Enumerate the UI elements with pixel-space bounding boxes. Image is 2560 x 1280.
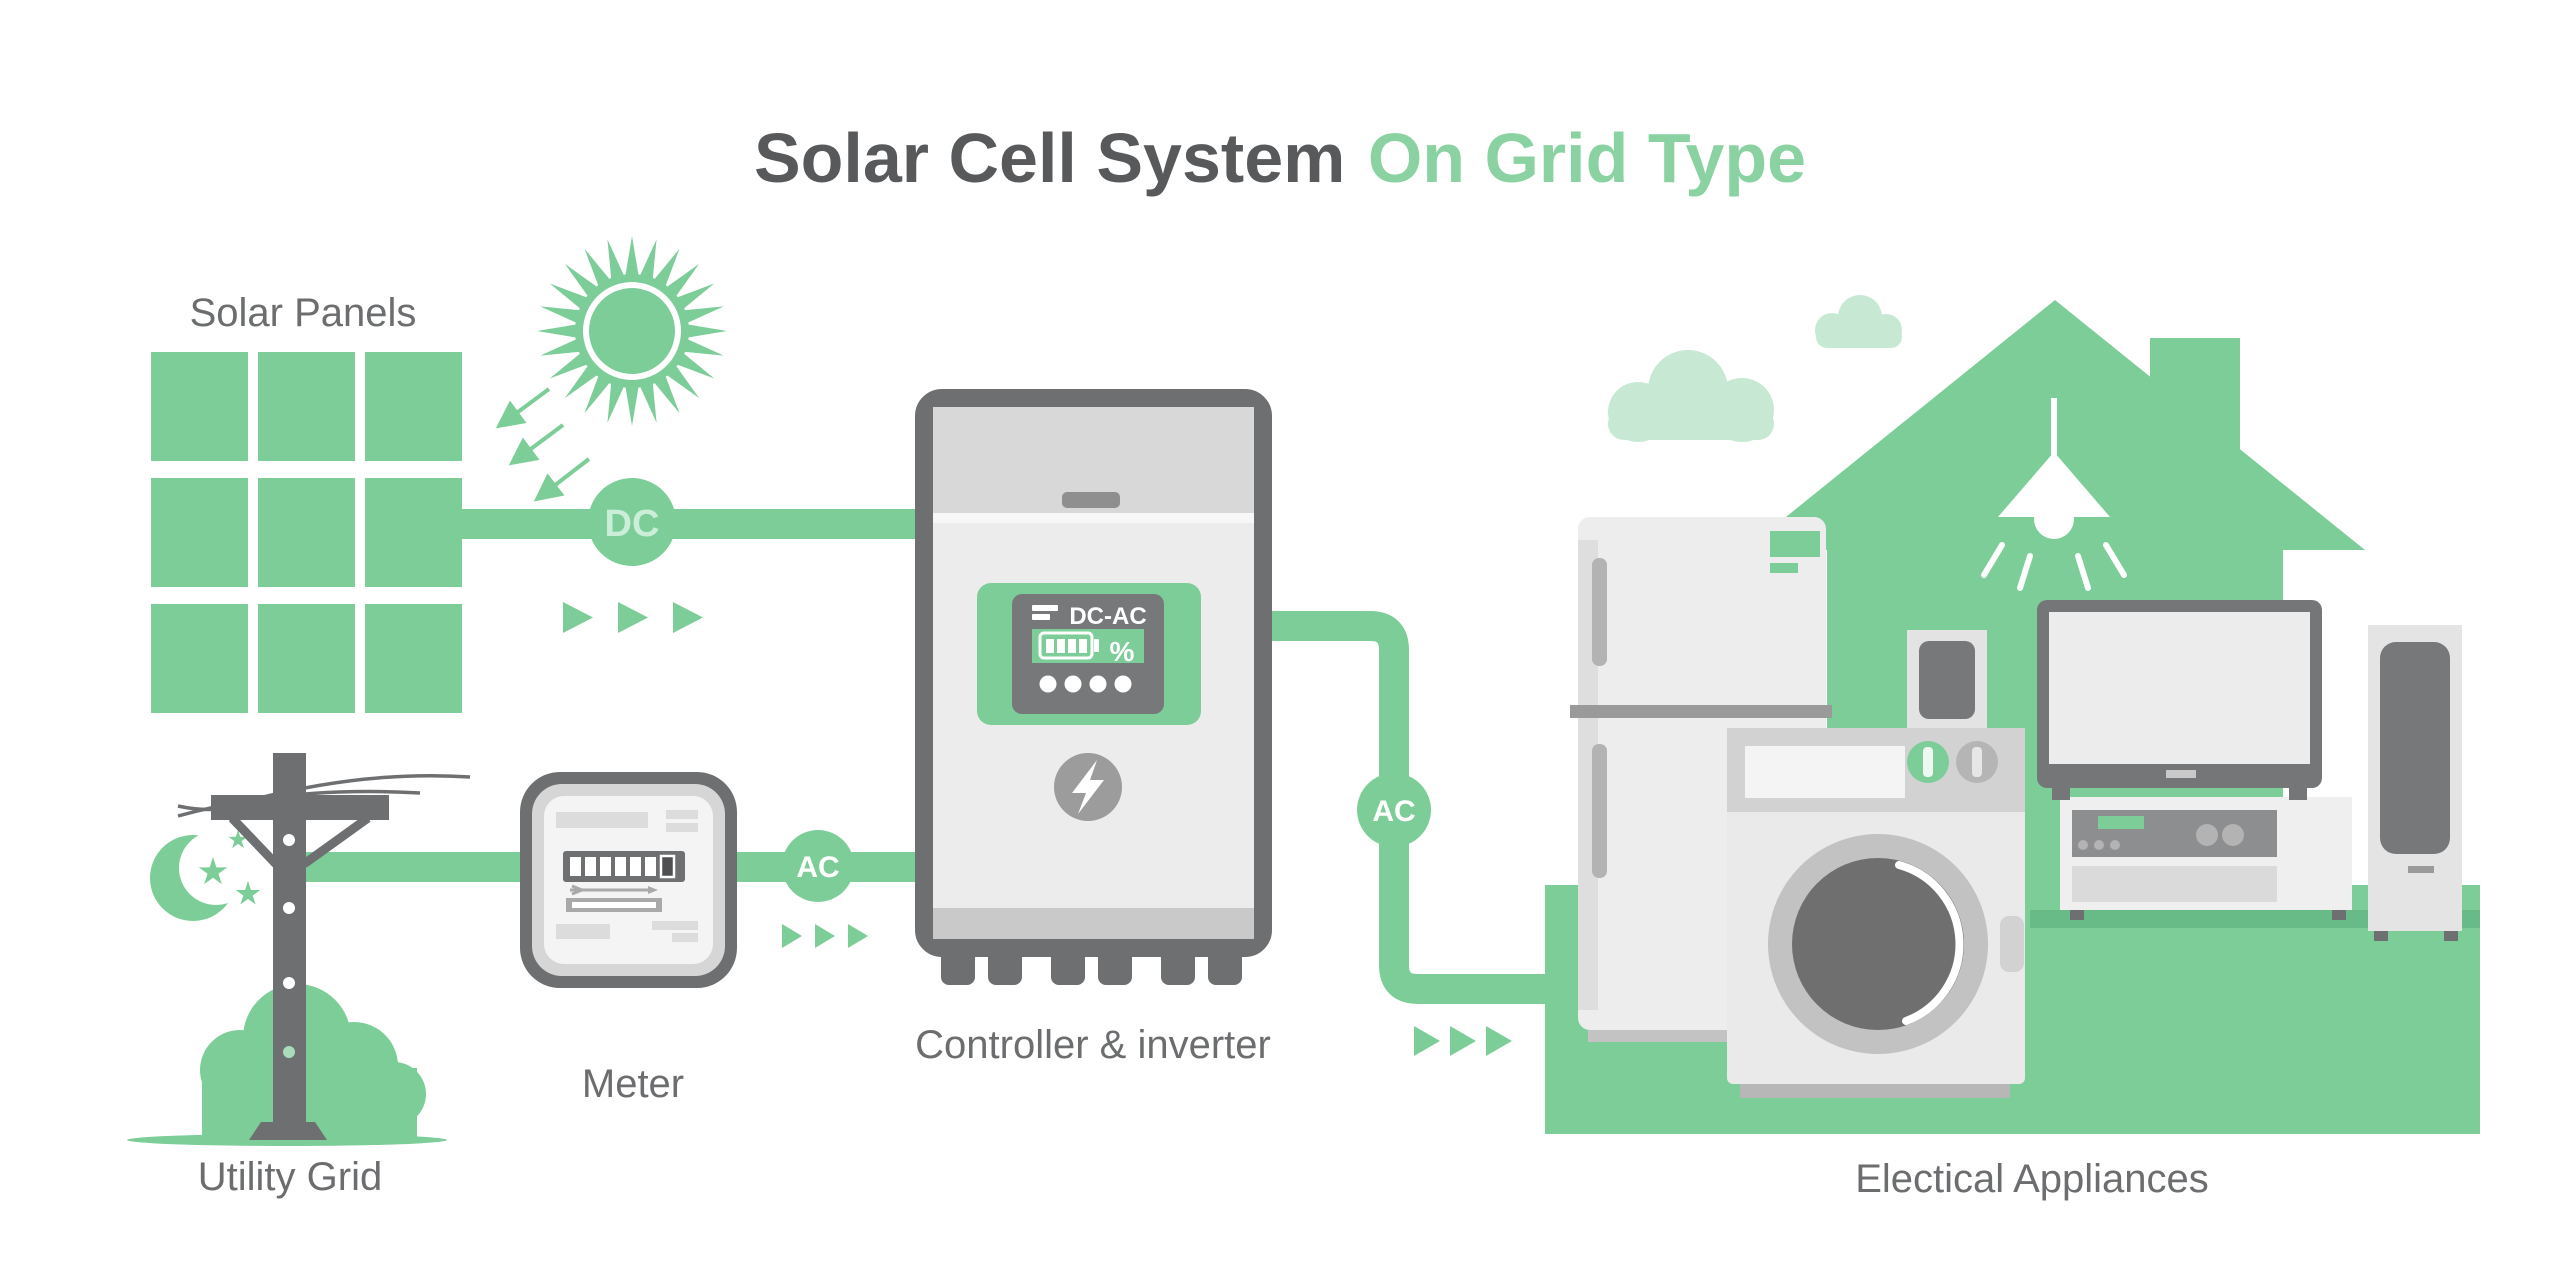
flow-arrows-dc — [563, 602, 703, 633]
washer-knob-green — [1907, 741, 1949, 783]
percent-label: % — [1110, 636, 1135, 667]
receiver-display — [2098, 816, 2144, 829]
ac-badge-left: AC — [782, 830, 854, 902]
cloud-icon — [1608, 350, 1774, 442]
label-electrical-appliances: Electical Appliances — [1855, 1157, 2209, 1201]
console-drawer — [2072, 866, 2277, 902]
console-shadow — [2030, 910, 2480, 928]
lightning-icon — [1054, 753, 1122, 821]
flow-arrows-ac-right — [1414, 1026, 1512, 1056]
stereo-receiver-icon — [2072, 810, 2277, 857]
title-accent: On Grid Type — [1368, 119, 1806, 197]
dc-badge: DC — [588, 478, 676, 566]
label-controller-inverter: Controller & inverter — [915, 1023, 1271, 1067]
tv-screen — [2049, 612, 2310, 764]
ac-badge-right-label: AC — [1372, 795, 1415, 828]
bush-icon — [200, 984, 426, 1140]
label-utility-grid: Utility Grid — [198, 1155, 382, 1199]
battery-icon — [1038, 631, 1099, 660]
washing-machine-icon — [1727, 728, 2025, 1098]
flow-arrows-ac-left — [782, 924, 868, 948]
sunlight-arrows — [495, 387, 591, 502]
washer-door-handle — [2000, 916, 2024, 972]
meter-icon — [520, 772, 737, 988]
detergent-drawer — [1745, 746, 1905, 798]
title-main: Solar Cell System — [754, 119, 1345, 197]
lamp-icon — [1981, 398, 2127, 591]
media-console-icon — [2060, 797, 2352, 920]
fridge-handle-top — [1592, 558, 1607, 666]
dc-line — [458, 509, 924, 539]
controller-inverter-icon: DC-AC % — [915, 389, 1272, 985]
label-solar-panels: Solar Panels — [190, 291, 417, 335]
speaker-left-icon — [1907, 630, 1987, 728]
ac-badge-left-label: AC — [796, 851, 839, 884]
utility-pole-icon — [177, 753, 471, 1140]
inverter-mode-label: DC-AC — [1069, 603, 1146, 630]
washer-drum — [1792, 858, 1964, 1030]
sun-icon — [537, 236, 727, 426]
menu-icon — [1032, 605, 1058, 611]
solar-panel-array-icon — [151, 352, 462, 713]
inverter-vent-slot — [1062, 492, 1120, 508]
page-title: Solar Cell System On Grid Type — [754, 119, 1806, 197]
washer-knob-gray — [1956, 741, 1998, 783]
tv-icon — [2037, 600, 2322, 800]
dc-badge-label: DC — [605, 503, 660, 545]
fridge-handle-bottom — [1592, 744, 1607, 878]
inverter-display-panel: DC-AC % — [977, 583, 1201, 725]
label-meter: Meter — [582, 1062, 684, 1106]
fridge-logo — [1770, 531, 1820, 557]
speaker-right-icon — [2368, 625, 2462, 941]
cloud-small-icon — [1815, 295, 1902, 348]
meter-digits — [563, 851, 685, 882]
moon-icon — [150, 831, 253, 921]
ac-badge-right: AC — [1357, 773, 1431, 847]
